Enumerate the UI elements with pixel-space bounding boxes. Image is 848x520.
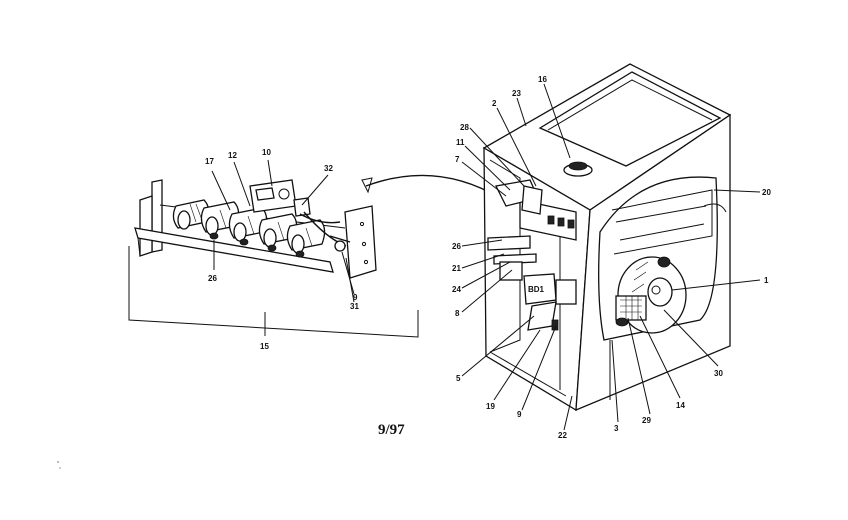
burner-leaders bbox=[128, 159, 419, 338]
control-panel: BD1 bbox=[487, 179, 577, 331]
callout-furnace-14: 14 bbox=[676, 401, 685, 410]
callout-burner-15: 15 bbox=[260, 342, 269, 351]
callout-burner-32: 32 bbox=[324, 164, 333, 173]
callout-furnace-11: 11 bbox=[456, 138, 465, 147]
callout-furnace-2: 2 bbox=[492, 99, 497, 108]
blower-assembly bbox=[615, 256, 687, 334]
callout-furnace-26: 26 bbox=[452, 242, 461, 251]
callout-furnace-19: 19 bbox=[486, 402, 495, 411]
gas-valve bbox=[249, 179, 347, 247]
callout-furnace-23: 23 bbox=[512, 89, 521, 98]
callout-burner-17: 17 bbox=[205, 157, 214, 166]
speck bbox=[57, 461, 59, 463]
callout-furnace-3: 3 bbox=[614, 424, 619, 433]
furnace-leaders bbox=[461, 83, 761, 431]
callout-burner-9: 9 bbox=[353, 293, 358, 302]
callout-furnace-24: 24 bbox=[452, 285, 461, 294]
callout-furnace-30: 30 bbox=[714, 369, 723, 378]
callout-furnace-7: 7 bbox=[455, 155, 460, 164]
callout-furnace-1: 1 bbox=[764, 276, 769, 285]
callout-furnace-28: 28 bbox=[460, 123, 469, 132]
callout-furnace-21: 21 bbox=[452, 264, 461, 273]
burner-tubes bbox=[172, 199, 326, 258]
callout-burner-12: 12 bbox=[228, 151, 237, 160]
callout-furnace-20: 20 bbox=[762, 188, 771, 197]
callout-burner-26: 26 bbox=[208, 274, 217, 283]
speck bbox=[59, 467, 61, 469]
callout-furnace-29: 29 bbox=[642, 416, 651, 425]
callout-burner-10: 10 bbox=[262, 148, 271, 157]
date-code: 9/97 bbox=[378, 422, 405, 438]
callout-burner-31: 31 bbox=[350, 302, 359, 311]
burner-assembly bbox=[134, 179, 377, 279]
callout-furnace-22: 22 bbox=[558, 431, 567, 440]
svg-text:BD1: BD1 bbox=[528, 285, 545, 294]
callout-furnace-16: 16 bbox=[538, 75, 547, 84]
callout-furnace-8: 8 bbox=[455, 309, 460, 318]
furnace-cabinet: BD1 bbox=[482, 63, 732, 412]
callout-furnace-5: 5 bbox=[456, 374, 461, 383]
callout-furnace-9: 9 bbox=[517, 410, 522, 419]
assembly-arrow bbox=[365, 174, 501, 201]
